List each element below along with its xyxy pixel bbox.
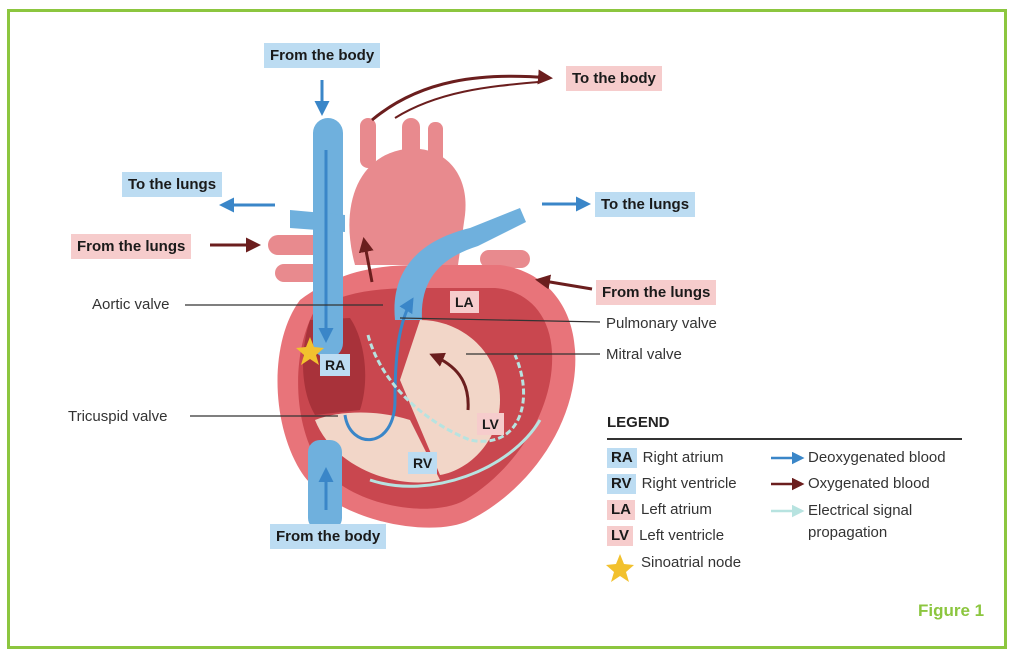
label-from-lungs-right: From the lungs bbox=[596, 280, 716, 305]
legend-key-lv: LV Left ventricle bbox=[607, 526, 724, 546]
legend-arrow-oxygenated: Oxygenated blood bbox=[808, 474, 930, 494]
legend-divider bbox=[607, 438, 962, 440]
annotation-pulmonary-valve: Pulmonary valve bbox=[606, 315, 717, 333]
chamber-label-rv: RV bbox=[408, 452, 437, 474]
label-from-body-bottom: From the body bbox=[270, 524, 386, 549]
legend-abbr: RV bbox=[607, 474, 636, 494]
legend-key-ra: RA Right atrium bbox=[607, 448, 724, 468]
legend-key-text: Left ventricle bbox=[639, 527, 724, 544]
figure-number: Figure 1 bbox=[918, 601, 984, 621]
legend-key-rv: RV Right ventricle bbox=[607, 474, 737, 494]
annotation-tricuspid-valve: Tricuspid valve bbox=[68, 408, 167, 426]
legend-key-sinoatrial-node: Sinoatrial node bbox=[641, 553, 741, 573]
legend-key-text: Right atrium bbox=[643, 449, 724, 466]
legend-title: LEGEND bbox=[607, 414, 670, 431]
annotation-aortic-valve: Aortic valve bbox=[92, 296, 170, 314]
legend-star-icon bbox=[606, 554, 634, 582]
annotation-mitral-valve: Mitral valve bbox=[606, 346, 682, 364]
legend-arrow-electrical-line2: propagation bbox=[808, 523, 887, 543]
chamber-label-la: LA bbox=[450, 291, 479, 313]
label-to-body: To the body bbox=[566, 66, 662, 91]
chamber-label-lv: LV bbox=[477, 413, 504, 435]
legend-key-text: Left atrium bbox=[641, 501, 712, 518]
legend-abbr: LV bbox=[607, 526, 633, 546]
label-from-lungs-left: From the lungs bbox=[71, 234, 191, 259]
aortic-branch-1 bbox=[360, 118, 376, 168]
legend-abbr: RA bbox=[607, 448, 637, 468]
label-from-body-top: From the body bbox=[264, 43, 380, 68]
legend-key-text: Right ventricle bbox=[642, 475, 737, 492]
label-to-lungs-right: To the lungs bbox=[595, 192, 695, 217]
flow-arrow-to-body-2 bbox=[395, 82, 538, 118]
chamber-label-ra: RA bbox=[320, 354, 350, 376]
aortic-branch-3 bbox=[428, 122, 443, 164]
superior-vena-cava bbox=[313, 118, 343, 358]
legend-abbr: LA bbox=[607, 500, 635, 520]
legend-key-la: LA Left atrium bbox=[607, 500, 712, 520]
legend-arrow-deoxygenated: Deoxygenated blood bbox=[808, 448, 946, 468]
legend-arrow-electrical: Electrical signal bbox=[808, 501, 912, 521]
aortic-branch-2 bbox=[402, 118, 420, 163]
label-to-lungs-left: To the lungs bbox=[122, 172, 222, 197]
